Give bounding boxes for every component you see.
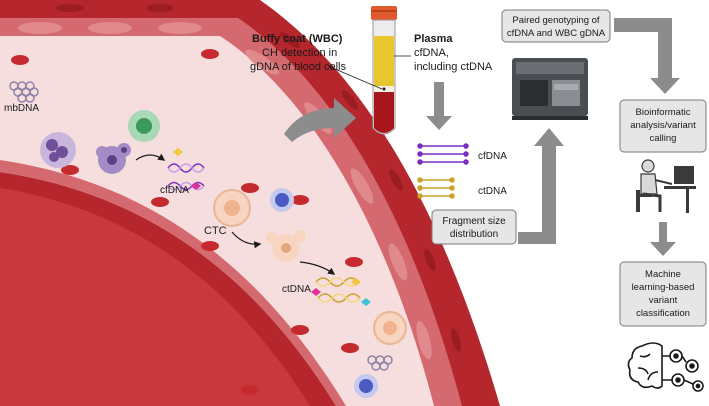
bioinformatic-line-3: calling <box>650 133 677 144</box>
monocyte-icon <box>128 110 160 142</box>
buffy-coat-title: Buffy coat (WBC) <box>252 33 343 45</box>
plasma-line-2: including ctDNA <box>414 61 493 73</box>
bioinformatic-line-2: analysis/variant <box>630 120 696 131</box>
mbdna-label: mbDNA <box>4 103 39 114</box>
ctc-arrow <box>231 231 262 249</box>
bioinformatic-line-1: Bioinformatic <box>636 107 691 118</box>
paired-to-bioinformatic-arrow <box>614 18 680 94</box>
plasma-down-arrow <box>426 82 452 130</box>
cfdna-fragment-legend <box>417 143 469 165</box>
machine-learning-box: Machine learning-based variant classific… <box>619 261 707 327</box>
fragment-size-line-2: distribution <box>450 229 498 240</box>
ctdna-strand-icon <box>311 277 371 306</box>
bioinformatic-box: Bioinformatic analysis/variant calling <box>619 99 707 153</box>
legend-ctdna-label: ctDNA <box>478 186 507 197</box>
mbdna-cluster-icon <box>9 81 39 103</box>
blood-tube-icon <box>371 6 397 135</box>
ml-line-3: variant <box>649 295 678 306</box>
fragmenting-tumor-cell-icon <box>266 230 306 262</box>
blood-vessel: mbDNA cfDNA <box>0 0 500 406</box>
apoptotic-cell-icon <box>96 143 131 174</box>
ctc-cell-icon <box>213 189 251 227</box>
mbdna-cluster-icon-2 <box>367 355 393 371</box>
paired-genotyping-line-2: cfDNA and WBC gDNA <box>507 28 606 39</box>
paired-genotyping-line-1: Paired genotyping of <box>512 15 600 26</box>
wall-cells <box>56 4 461 352</box>
buffy-coat-line-2: gDNA of blood cells <box>250 61 346 73</box>
ml-line-4: classification <box>636 308 690 319</box>
buffy-coat-pointer <box>327 65 383 90</box>
red-blood-cells <box>11 49 363 395</box>
fragment-size-line-1: Fragment size <box>442 216 506 227</box>
neutrophil-icon <box>40 132 76 168</box>
ml-line-1: Machine <box>645 269 681 280</box>
cfdna-strand-icon <box>167 148 205 191</box>
release-arrow-1 <box>135 153 166 161</box>
person-at-computer-icon <box>636 159 696 213</box>
ctdna-fragment-legend <box>417 177 455 199</box>
tumor-cell-icon <box>373 311 407 345</box>
analysis-to-ml-arrow <box>650 222 676 256</box>
cfdna-vessel-label: cfDNA <box>160 185 189 196</box>
legend-cfdna-label: cfDNA <box>478 151 507 162</box>
ctc-label: CTC <box>204 225 227 237</box>
buffy-coat-line-1: CH detection in <box>262 47 337 59</box>
vessel-to-tube-arrow <box>284 98 356 142</box>
plasma-title: Plasma <box>414 33 453 45</box>
ctdna-vessel-label: ctDNA <box>282 284 311 295</box>
release-arrow-2 <box>299 261 336 275</box>
fragment-size-box: Fragment size distribution <box>431 209 517 245</box>
sequencer-icon <box>512 58 588 120</box>
lymphocyte-icon-2 <box>354 374 378 398</box>
lymphocyte-icon <box>270 188 294 212</box>
brain-gears-icon <box>627 342 704 392</box>
ml-line-2: learning-based <box>632 282 695 293</box>
plasma-line-1: cfDNA, <box>414 47 449 59</box>
fragment-to-sequencer-arrow <box>518 128 564 244</box>
paired-genotyping-box: Paired genotyping of cfDNA and WBC gDNA <box>501 9 611 43</box>
